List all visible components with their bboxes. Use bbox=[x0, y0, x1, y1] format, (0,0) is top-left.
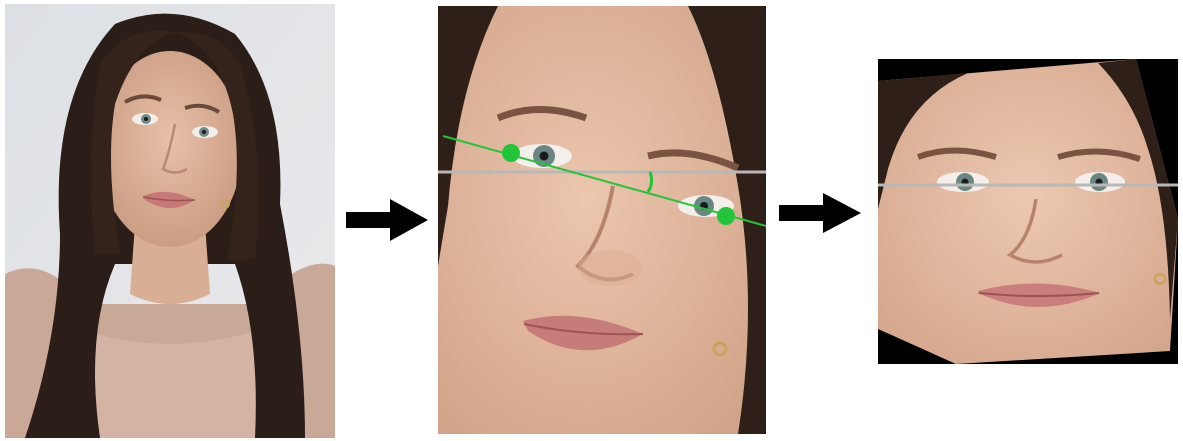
right-arrow-icon bbox=[346, 199, 428, 241]
aligned-face bbox=[878, 59, 1178, 364]
aligned-face-panel bbox=[878, 59, 1178, 364]
left-eye-landmark bbox=[502, 144, 520, 162]
face-crop-with-eye-landmarks bbox=[438, 6, 766, 434]
right-arrow-icon bbox=[779, 193, 861, 233]
face-crop-panel bbox=[438, 6, 766, 434]
original-photo bbox=[5, 4, 335, 438]
original-photo-panel bbox=[5, 4, 335, 438]
right-eye-landmark bbox=[717, 207, 735, 225]
